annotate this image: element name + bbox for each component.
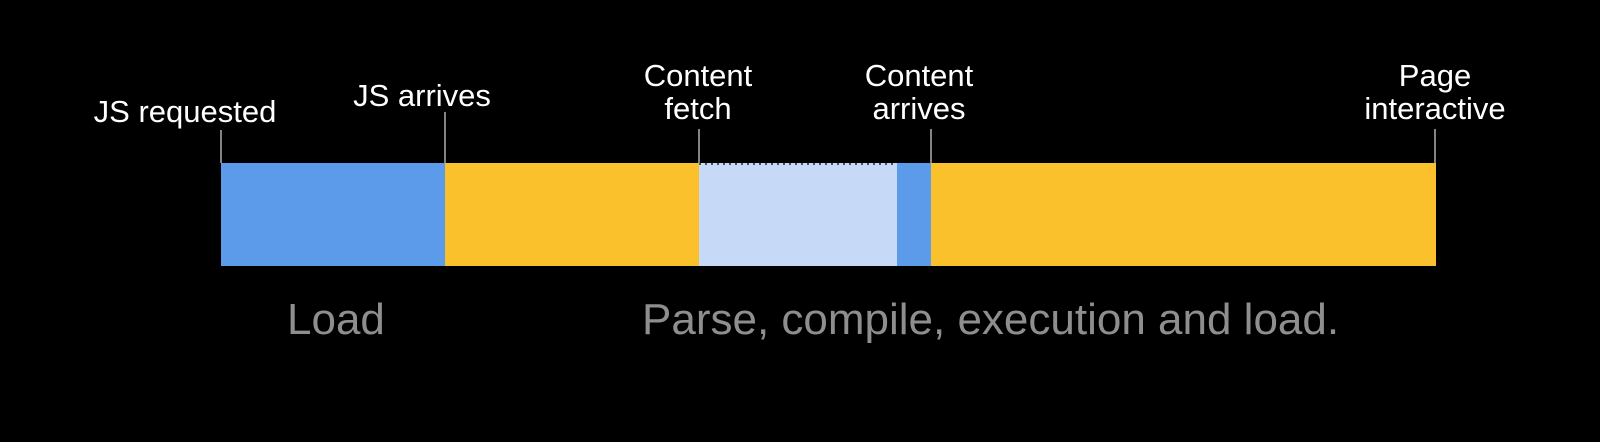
marker-label-line: JS arrives [353,78,491,113]
tick-js-arrives [444,112,446,163]
marker-label-js-requested: JS requested [0,95,385,128]
tick-content-fetch [698,129,700,163]
segment-parse-compile-2 [931,163,1436,266]
tick-content-arrives [930,129,932,163]
segment-js-download [221,163,445,266]
segment-parse-compile-1 [445,163,699,266]
dotted-top-border [699,163,897,165]
marker-label-line: Content [864,58,974,93]
tick-js-requested [220,130,222,163]
timeline-bar [221,163,1436,266]
marker-label-line: fetch [664,91,732,126]
caption-parse-compile-execution-load: Parse, compile, execution and load. [642,295,1340,344]
marker-label-line: Content [643,58,753,93]
marker-label-line: arrives [872,91,966,126]
segment-content-download [897,163,931,266]
tick-page-interactive [1434,129,1436,163]
caption-load: Load [287,295,385,344]
marker-label-line: JS requested [93,94,277,129]
marker-label-line: interactive [1364,91,1506,126]
marker-label-js-arrives: JS arrives [222,79,622,112]
segment-content-fetch [699,163,897,266]
marker-label-line: Page [1398,58,1472,93]
